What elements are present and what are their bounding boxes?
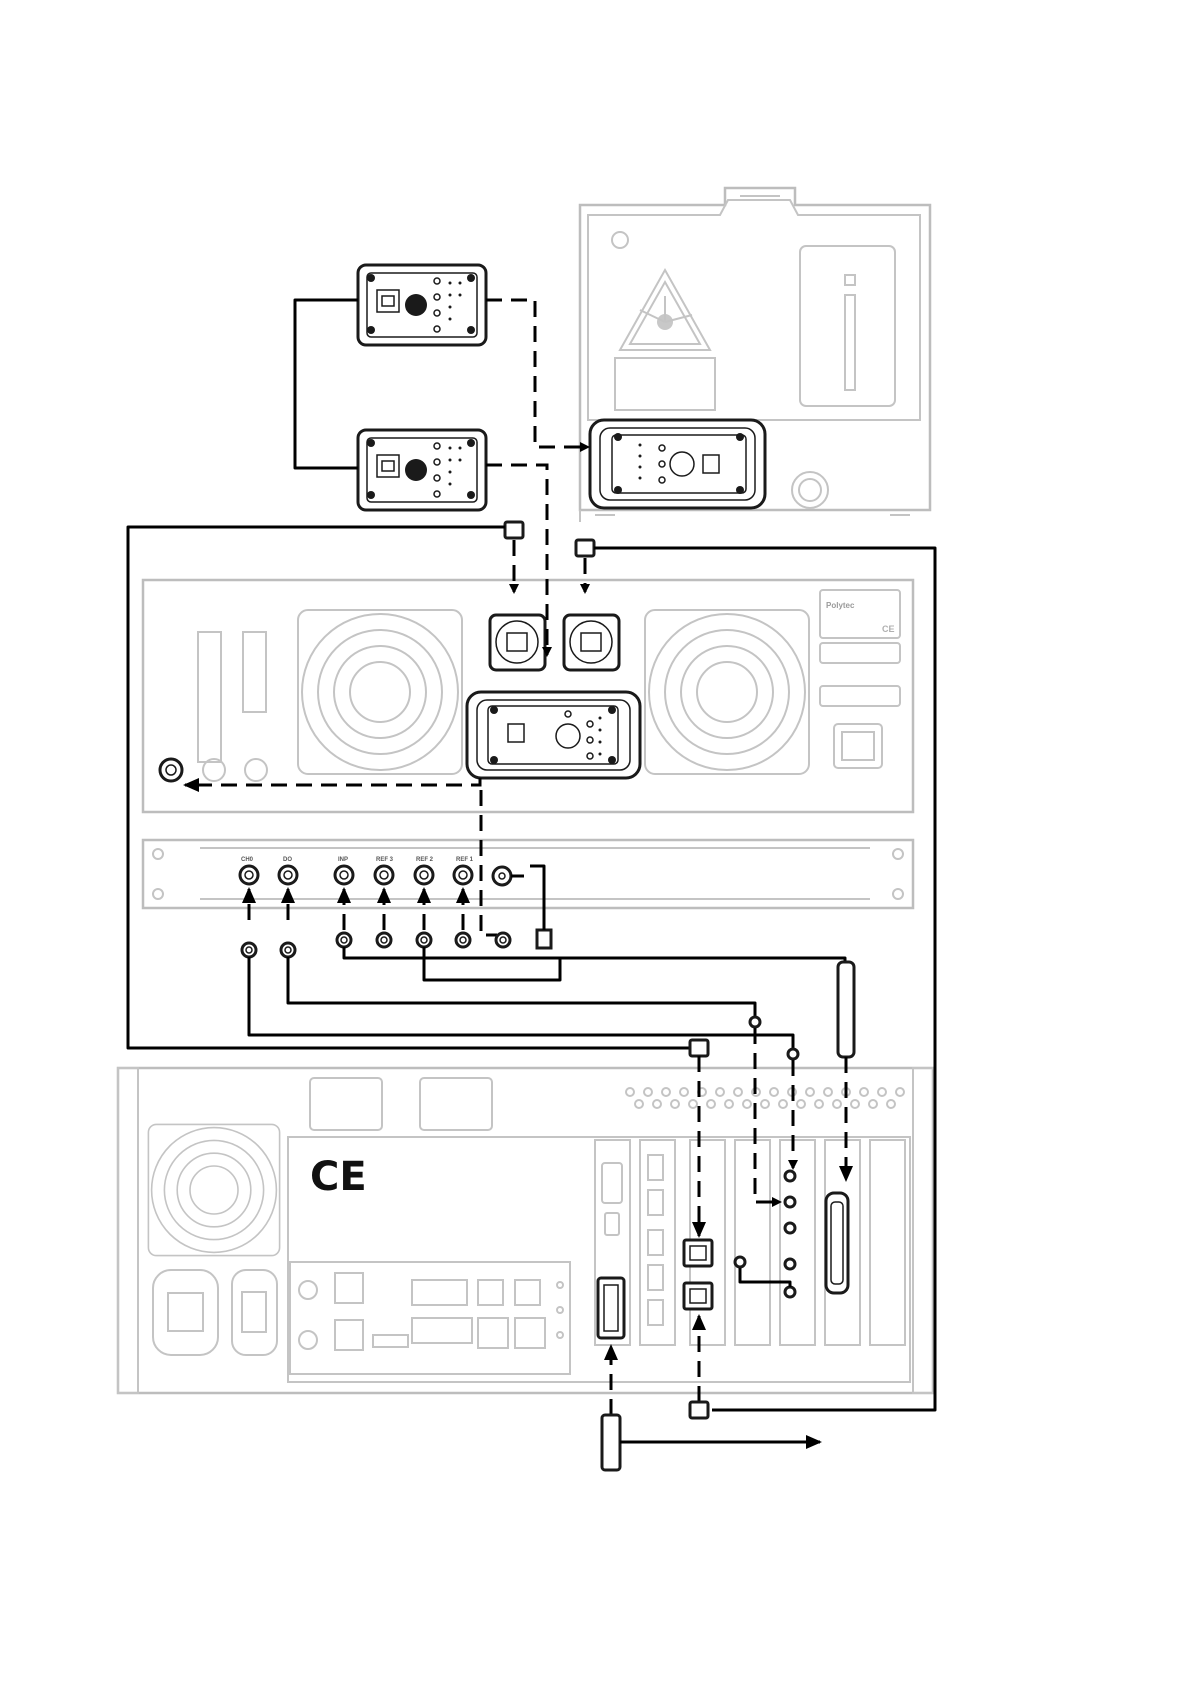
brand-label: Polytec xyxy=(826,601,855,610)
bnc-ref1: REF 1 xyxy=(454,857,474,884)
dvi-plug-icon xyxy=(602,1415,620,1470)
ethernet-port-icon xyxy=(684,1283,712,1309)
ethernet-port-icon xyxy=(564,615,619,670)
bnc-ref2: REF 2 xyxy=(415,857,434,884)
pc-unit: CE xyxy=(118,1068,933,1393)
junction-module-1 xyxy=(358,265,486,345)
scan-head-connector-module xyxy=(590,420,765,508)
ce-mark: CE xyxy=(310,1154,367,1200)
bnc-label: DO xyxy=(283,857,292,863)
bnc-label: REF 3 xyxy=(376,857,394,863)
controller-unit: Polytec CE xyxy=(143,580,913,812)
bnc-label: REF 2 xyxy=(416,857,434,863)
ethernet-port-icon xyxy=(684,1240,712,1266)
bnc-label: INP xyxy=(338,857,348,863)
controller-connector-module xyxy=(467,692,640,778)
scsi-plug-icon xyxy=(838,962,854,1057)
scsi-connector-icon xyxy=(826,1193,848,1293)
dvi-connector-icon xyxy=(598,1278,624,1338)
bnc-breakout-panel: CH0 DO INP REF 3 REF 2 REF 1 xyxy=(143,840,913,908)
scan-head-unit xyxy=(580,188,930,522)
bnc-connector-icon xyxy=(160,759,182,781)
ethernet-port-icon xyxy=(490,615,545,670)
ethernet-plug-icon xyxy=(505,522,523,538)
ce-mark-small: CE xyxy=(882,624,895,634)
ethernet-plug-icon xyxy=(690,1040,708,1056)
ethernet-plug-icon xyxy=(576,540,594,556)
ethernet-plug-icon xyxy=(690,1402,708,1418)
bnc-ref3: REF 3 xyxy=(375,857,394,884)
bnc-label: CH0 xyxy=(241,857,254,863)
bnc-label: REF 1 xyxy=(456,857,474,863)
junction-module-2 xyxy=(358,430,486,510)
